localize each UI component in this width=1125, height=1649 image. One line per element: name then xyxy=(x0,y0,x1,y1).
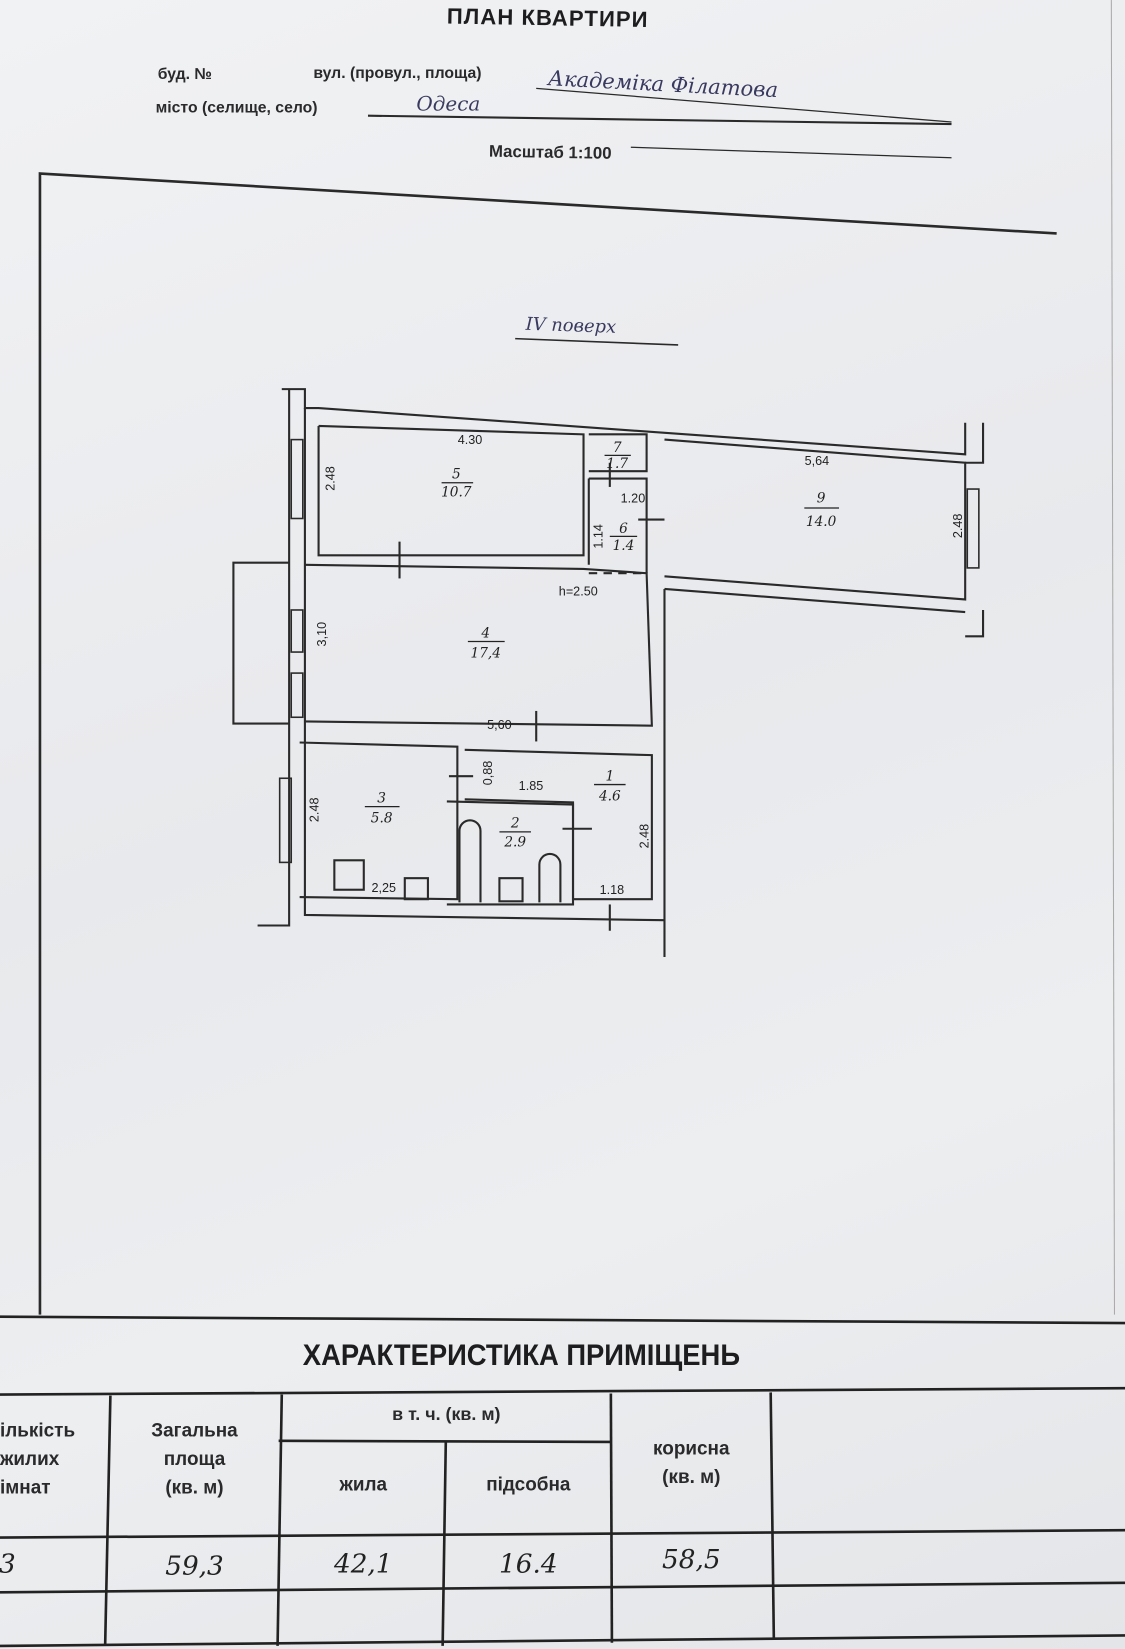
dim-r5-height: 2.48 xyxy=(323,466,337,491)
ceiling-height: h=2.50 xyxy=(559,584,598,598)
room-1-walls xyxy=(464,748,653,901)
area-fraction-lines xyxy=(364,454,840,833)
wall-right-lower xyxy=(965,609,985,638)
value-rooms-count: 3 xyxy=(0,1548,16,1579)
city-value: Одеса xyxy=(416,92,481,116)
header-useful: корисна (кв. м) xyxy=(653,1437,730,1488)
room-6-number: 6 xyxy=(619,521,628,537)
header-rooms-count: ількість жилих імнат xyxy=(0,1419,76,1498)
room-2-walls xyxy=(446,800,575,906)
value-living: 42,1 xyxy=(333,1548,393,1579)
stove-icon xyxy=(333,859,365,891)
dim-r3-height: 2.48 xyxy=(308,798,322,823)
wall-left-inner xyxy=(303,408,665,922)
room-5-area: 10.7 xyxy=(441,484,472,500)
room-1-number: 1 xyxy=(605,768,614,784)
wall-right-outer xyxy=(965,422,985,464)
header-total-area: Загальна площа (кв. м) xyxy=(151,1419,238,1498)
value-auxiliary: 16.4 xyxy=(499,1548,558,1579)
street-label: вул. (провул., площа) xyxy=(313,64,482,83)
room-7-walls xyxy=(588,433,648,473)
dim-r9-width: 5,64 xyxy=(805,454,830,468)
dim-r4-width: 5,60 xyxy=(487,718,512,732)
characteristics-table-grid xyxy=(0,1315,1125,1648)
room-3-area: 5.8 xyxy=(371,810,393,826)
room-7-number: 7 xyxy=(613,440,622,456)
wall-left-outer xyxy=(257,389,291,927)
characteristics-title: ХАРАКТЕРИСТИКА ПРИМІЩЕНЬ xyxy=(302,1338,741,1372)
page-edge xyxy=(1110,0,1116,1315)
wall-corridor xyxy=(664,587,966,614)
scale-underline xyxy=(630,146,952,159)
city-label: місто (селище, село) xyxy=(155,98,318,117)
room-6-area: 1.4 xyxy=(613,538,635,554)
dim-r6-height: 1.14 xyxy=(591,524,605,549)
room-4-area: 17,4 xyxy=(471,645,501,661)
value-useful: 58,5 xyxy=(662,1543,721,1575)
dim-r6-width: 1.20 xyxy=(621,492,646,506)
windows xyxy=(278,438,980,864)
room-7-area: 1.7 xyxy=(606,456,628,472)
bathtub-icon xyxy=(458,819,482,903)
dim-r4-height: 3,10 xyxy=(315,622,329,647)
header-including: в т. ч. (кв. м) xyxy=(392,1404,501,1425)
dim-r1-width: 1.85 xyxy=(519,779,544,793)
street-underline xyxy=(536,87,952,123)
room-3-number: 3 xyxy=(377,790,386,806)
balcony xyxy=(232,561,290,725)
city-underline xyxy=(367,114,952,126)
room-1-area: 4.6 xyxy=(598,788,621,804)
dim-r1-door: 0,88 xyxy=(481,761,495,786)
room-6-walls xyxy=(588,477,648,574)
dim-r1-bottom: 1.18 xyxy=(600,883,625,897)
value-total-area: 59,3 xyxy=(165,1550,224,1581)
room-5-number: 5 xyxy=(452,467,461,483)
dim-r9-height: 2.48 xyxy=(951,514,965,539)
dim-r5-width: 4.30 xyxy=(458,433,483,447)
header-auxiliary: підсобна xyxy=(486,1473,571,1495)
wall-top-outer xyxy=(281,388,967,456)
building-number-label: буд. № xyxy=(157,65,212,84)
room-2-number: 2 xyxy=(510,816,520,832)
toilet-icon xyxy=(538,853,562,903)
plan-frame xyxy=(38,172,1057,1315)
room-9-number: 9 xyxy=(817,491,826,507)
room-3-walls xyxy=(299,741,459,901)
room-9-walls xyxy=(664,438,967,601)
room-4-number: 4 xyxy=(480,625,490,641)
room-2-area: 2.9 xyxy=(503,835,526,851)
header-living: жила xyxy=(339,1473,388,1495)
dim-r3-width: 2,25 xyxy=(371,881,396,895)
sink-icon xyxy=(403,877,429,901)
washbasin-icon xyxy=(498,877,524,903)
door-marks xyxy=(398,462,665,931)
room-5-walls xyxy=(317,424,585,557)
room-9-area: 14.0 xyxy=(806,514,837,530)
dim-r1-height: 2.48 xyxy=(638,824,652,849)
floor-underline xyxy=(515,337,679,346)
